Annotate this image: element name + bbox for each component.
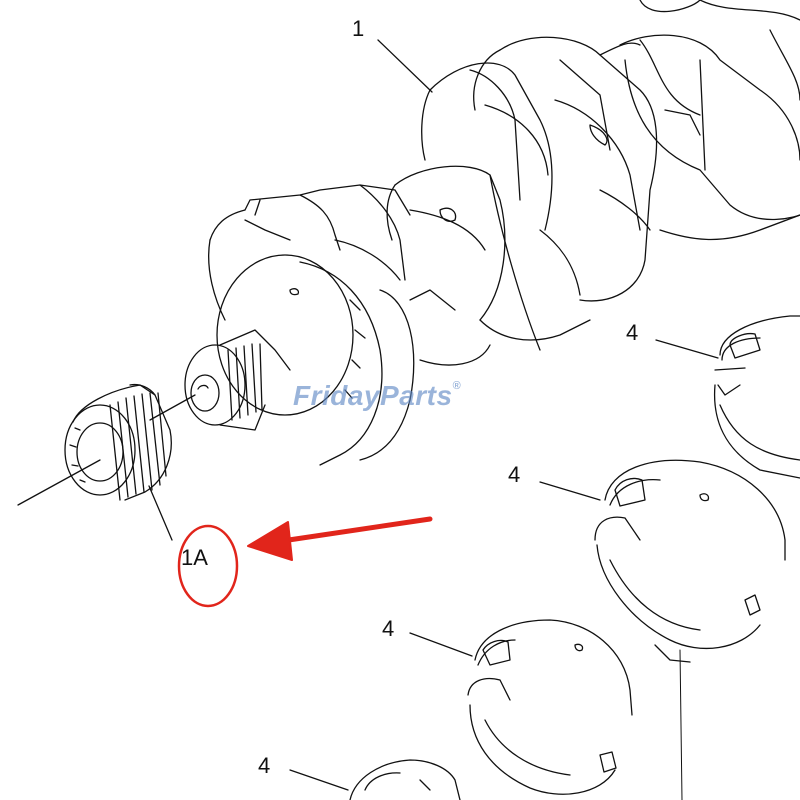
callout-bearing-label-3: 4 [382, 616, 395, 641]
gear-1a-drawing [64, 383, 172, 501]
red-arrow-head [247, 521, 293, 561]
leader-lines [148, 39, 719, 791]
callout-gear-label: 1A [181, 545, 208, 570]
highlight-annotation [177, 516, 433, 608]
bearing-shell-1 [713, 315, 800, 479]
callout-bearing-label-4: 4 [258, 753, 271, 778]
bearing-shell-2 [594, 459, 786, 663]
red-arrow-shaft [279, 516, 433, 544]
watermark-text: FridayParts [293, 380, 453, 411]
bearing-shell-3 [467, 619, 633, 795]
crankshaft-drawing [17, 0, 800, 506]
highlight-circle [177, 524, 239, 608]
callout-bearing-label-2: 4 [508, 462, 521, 487]
callout-bearing-label-1: 4 [626, 320, 639, 345]
callout-crankshaft-label: 1 [352, 16, 365, 41]
bearing-shell-4 [349, 759, 461, 800]
registered-mark: ® [452, 380, 462, 392]
fridayparts-watermark: FridayParts® [293, 380, 461, 412]
